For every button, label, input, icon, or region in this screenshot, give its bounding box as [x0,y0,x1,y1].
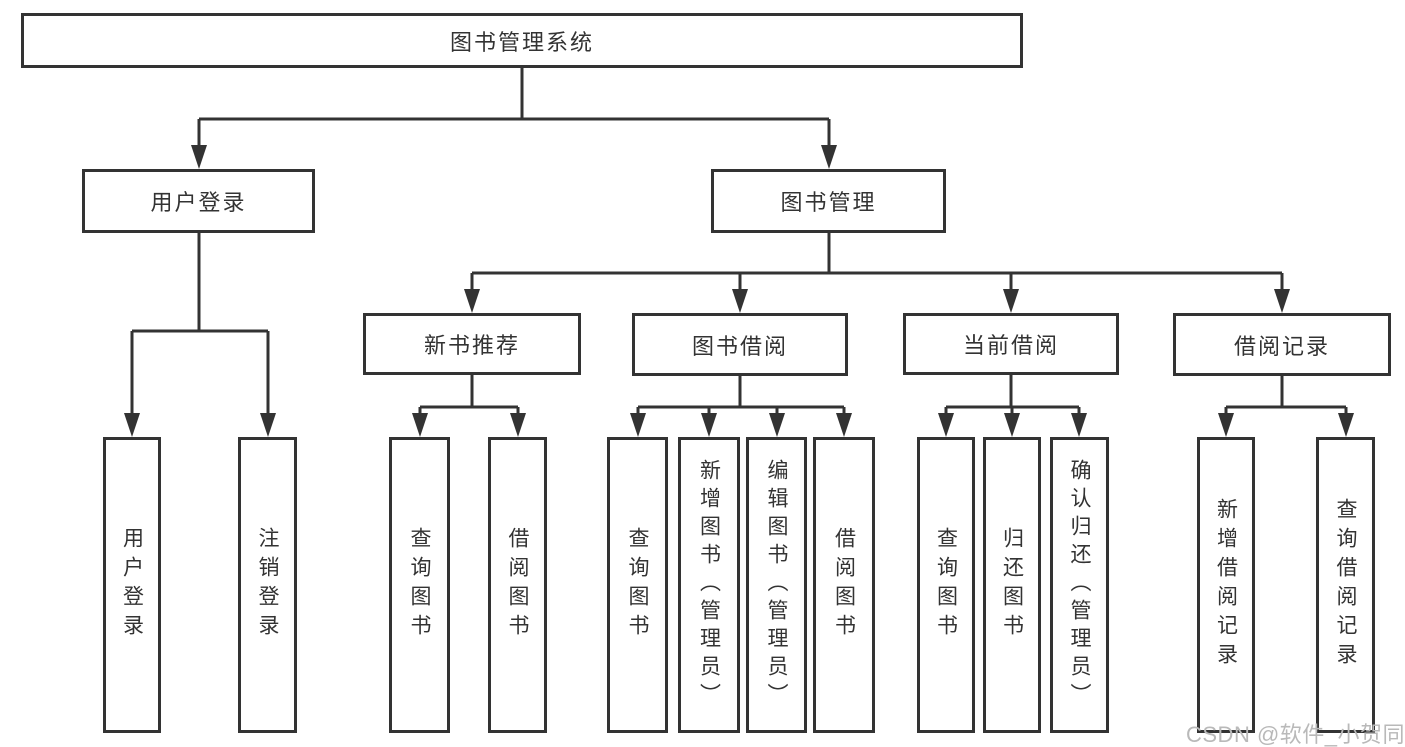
node-new-book-recommend: 新书推荐 [363,313,581,375]
leaf-newbook-borrow-books-label: 借阅图书 [506,527,529,643]
leaf-user-login-label: 用户登录 [120,527,144,643]
leaf-newbook-query-books-label: 查询图书 [408,527,431,643]
arrow-down-icon [701,413,717,437]
leaf-current-query-books: 查询图书 [917,437,975,733]
node-root-system-label: 图书管理系统 [449,29,594,55]
leaf-user-login: 用户登录 [103,437,161,733]
arrow-down-icon [1218,413,1234,437]
arrow-down-icon [1274,289,1290,313]
connector-records-to-leaves [1224,374,1348,416]
node-user-login: 用户登录 [82,169,315,233]
leaf-logout-label: 注销登录 [256,527,279,643]
leaf-current-query-books-label: 查询图书 [934,527,958,643]
arrow-down-icon [510,413,526,437]
node-current-borrow: 当前借阅 [903,313,1119,375]
leaf-borrow-query-books: 查询图书 [607,437,668,733]
arrow-down-icon [124,413,140,437]
node-borrow-records-label: 借阅记录 [1233,333,1330,359]
leaf-borrow-borrow-books: 借阅图书 [813,437,875,733]
leaf-edit-books-admin-label: 编辑图书（管理员） [765,459,788,711]
leaf-query-borrow-record: 查询借阅记录 [1316,437,1375,733]
arrowheads [124,145,1354,437]
leaf-borrow-query-books-label: 查询图书 [626,527,649,643]
node-book-management-label: 图书管理 [780,190,877,215]
leaf-return-books-label: 归还图书 [1000,527,1024,643]
arrow-down-icon [836,413,852,437]
leaf-edit-books-admin: 编辑图书（管理员） [746,437,807,733]
arrow-down-icon [769,413,785,437]
leaf-newbook-query-books: 查询图书 [389,437,450,733]
leaf-logout: 注销登录 [238,437,297,733]
leaf-query-borrow-record-label: 查询借阅记录 [1334,498,1357,672]
node-root-system: 图书管理系统 [21,13,1023,68]
connector-bookborrow-to-leaves [636,374,846,416]
node-borrow-records: 借阅记录 [1173,313,1391,376]
leaf-newbook-borrow-books: 借阅图书 [488,437,547,733]
arrow-down-icon [938,413,954,437]
node-user-login-label: 用户登录 [150,190,247,215]
node-book-management: 图书管理 [711,169,946,233]
leaf-add-borrow-record: 新增借阅记录 [1197,437,1255,733]
connector-newbook-to-leaves [418,374,520,416]
node-new-book-recommend-label: 新书推荐 [423,333,520,358]
arrow-down-icon [1003,289,1019,313]
csdn-watermark: CSDN @软件_小贺同学 [1186,722,1405,747]
leaf-add-books-admin-label: 新增图书（管理员） [697,459,721,711]
leaf-confirm-return-admin-label: 确认归还（管理员） [1068,459,1091,711]
connector-root-to-level2 [197,68,831,148]
arrow-down-icon [821,145,837,169]
leaf-borrow-borrow-books-label: 借阅图书 [832,527,856,643]
arrow-down-icon [464,289,480,313]
leaf-confirm-return-admin: 确认归还（管理员） [1050,437,1109,733]
connector-userlogin-to-leaves [130,232,270,416]
arrow-down-icon [1004,413,1020,437]
arrow-down-icon [732,289,748,313]
leaf-add-borrow-record-label: 新增借阅记录 [1214,498,1238,672]
arrow-down-icon [1071,413,1087,437]
node-book-borrow: 图书借阅 [632,313,848,376]
arrow-down-icon [1338,413,1354,437]
connector-currentborrow-to-leaves [944,374,1081,416]
arrow-down-icon [260,413,276,437]
arrow-down-icon [191,145,207,169]
connector-bookmgmt-to-level3 [470,232,1284,292]
leaf-add-books-admin: 新增图书（管理员） [678,437,740,733]
node-current-borrow-label: 当前借阅 [962,333,1059,358]
node-book-borrow-label: 图书借阅 [691,333,788,359]
leaf-return-books: 归还图书 [983,437,1041,733]
arrow-down-icon [630,413,646,437]
arrow-down-icon [412,413,428,437]
